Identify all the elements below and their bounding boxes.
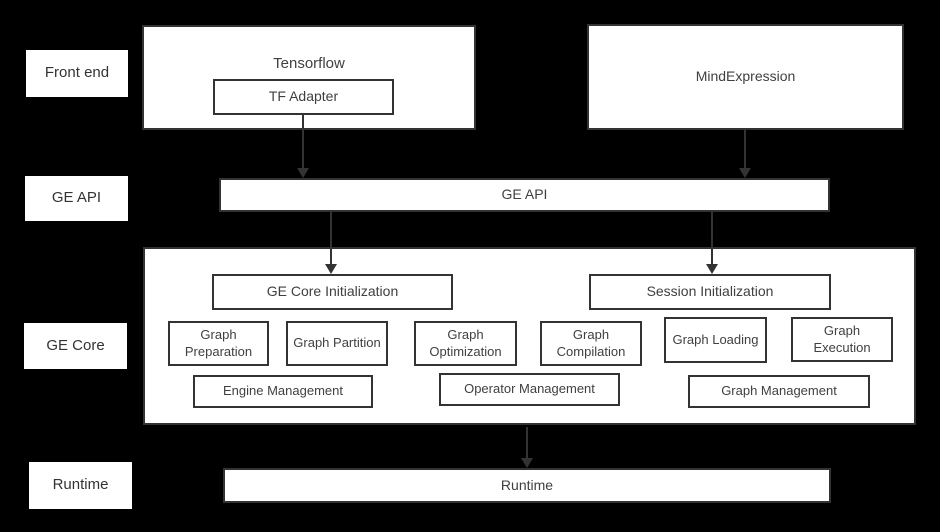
graph-compilation-node: Graph Compilation — [540, 321, 642, 366]
layer-label-ge-api: GE API — [25, 176, 128, 221]
layer-label-ge-core: GE Core — [24, 323, 127, 369]
graph-management-node: Graph Management — [688, 375, 870, 408]
arrow-ge-api-to-ge-core-initialization — [325, 212, 337, 274]
session-initialization-node: Session Initialization — [589, 274, 831, 310]
mindexpression-node: MindExpression — [587, 24, 904, 130]
ge-core-initialization-node: GE Core Initialization — [212, 274, 453, 310]
engine-management-node: Engine Management — [193, 375, 373, 408]
graph-loading-node: Graph Loading — [664, 317, 767, 363]
graph-execution-node: Graph Execution — [791, 317, 893, 362]
layer-label-front-end: Front end — [26, 50, 128, 97]
graph-partition-node: Graph Partition — [286, 321, 388, 366]
layer-label-runtime: Runtime — [29, 462, 132, 509]
graph-optimization-node: Graph Optimization — [414, 321, 517, 366]
graph-preparation-node: Graph Preparation — [168, 321, 269, 366]
arrow-ge-core-to-runtime — [521, 427, 533, 468]
arrow-mindexpression-to-ge-api — [739, 130, 751, 178]
tensorflow-title: Tensorflow — [273, 55, 345, 72]
arrow-ge-api-to-session-initialization — [706, 212, 718, 274]
runtime-bar: Runtime — [223, 468, 831, 503]
tf-adapter-node: TF Adapter — [213, 79, 394, 115]
ge-api-bar: GE API — [219, 178, 830, 212]
arrow-tf-adapter-to-ge-api — [297, 115, 309, 178]
operator-management-node: Operator Management — [439, 373, 620, 406]
